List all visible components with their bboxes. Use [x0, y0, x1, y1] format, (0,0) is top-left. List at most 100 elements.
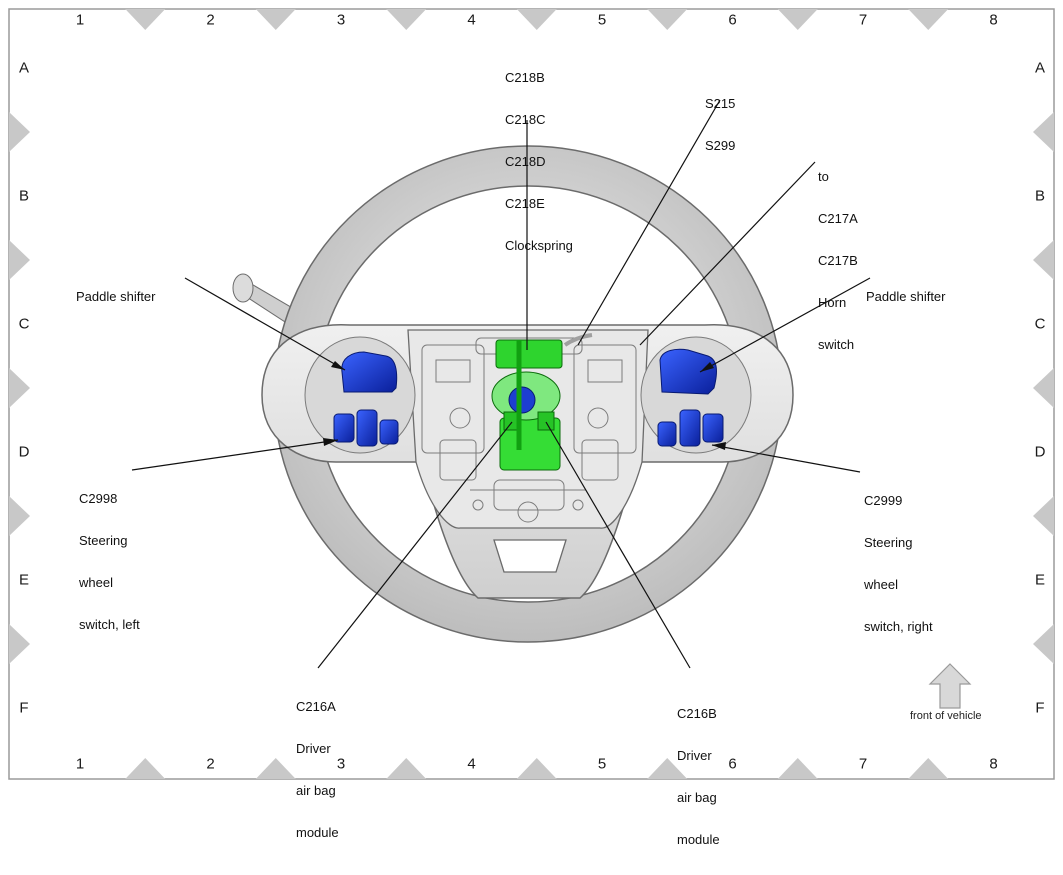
grid-column-label-bottom: 1	[75, 755, 85, 773]
grid-edge-marker	[125, 9, 166, 30]
callout-splices: S215 S299	[705, 69, 735, 181]
leader-paddle-right	[699, 277, 871, 373]
grid-row-label-right: D	[1034, 443, 1046, 461]
grid-row-label-right: B	[1034, 187, 1046, 205]
grid-column-label-bottom: 2	[206, 755, 215, 773]
left-switch-button-2	[356, 409, 378, 447]
callout-line: switch, right	[864, 619, 933, 634]
leader-arrowheads	[323, 361, 726, 450]
grid-row-label-left: B	[18, 187, 30, 205]
grid-edge-marker	[255, 9, 296, 30]
leader-lines	[131, 99, 871, 669]
grid-edge-marker	[125, 758, 166, 779]
right-switch-button-2	[679, 409, 701, 447]
callout-line: Horn	[818, 295, 847, 310]
left-switch-button-1	[333, 413, 355, 443]
grid-column-label-top: 5	[597, 11, 607, 29]
callout-clockspring: C218B C218C C218D C218E Clockspring	[505, 43, 573, 281]
grid-edge-marker	[386, 758, 427, 779]
stalk-tip	[232, 273, 254, 303]
steering-column-center	[508, 386, 536, 414]
grid-edge-marker	[9, 624, 30, 664]
callout-line: S299	[705, 138, 736, 153]
grid-column-label-top: 4	[467, 11, 476, 29]
callout-line: C218D	[505, 154, 546, 169]
leader-c216a	[317, 421, 513, 669]
callout-line: C216B	[677, 706, 717, 721]
grid-edge-marker	[1033, 240, 1054, 280]
grid-edge-marker	[9, 368, 30, 408]
grid-edge-marker	[1033, 112, 1054, 152]
grid-column-label-bottom: 8	[989, 755, 998, 773]
grid-column-label-bottom: 7	[858, 755, 868, 773]
leader-switch-right	[711, 444, 861, 473]
leader-switch-left	[131, 439, 339, 471]
callout-paddle-shifter-left: Paddle shifter	[76, 262, 156, 332]
grid-edge-marker	[516, 758, 557, 779]
grid-column-label-top: 2	[206, 11, 215, 29]
grid-column-label-top: 7	[858, 11, 868, 29]
grid-column-label-bottom: 4	[467, 755, 476, 773]
callout-line: Steering	[79, 533, 128, 548]
callout-line: C218E	[505, 196, 545, 211]
callout-line: C218C	[505, 112, 546, 127]
grid-edge-marker	[777, 758, 818, 779]
grid-edge-marker	[1033, 624, 1054, 664]
grid-row-label-left: E	[18, 571, 30, 589]
grid-edge-marker	[255, 758, 296, 779]
front-of-vehicle-arrow-icon	[928, 663, 972, 709]
grid-row-label-left: D	[18, 443, 30, 461]
callout-line: Paddle shifter	[76, 289, 156, 304]
callout-line: Driver	[677, 748, 712, 763]
callout-line: air bag	[296, 783, 336, 798]
callout-line: wheel	[864, 577, 898, 592]
paddle-shifter-left	[341, 351, 398, 393]
callout-switch-left: C2998 Steering wheel switch, left	[79, 464, 140, 660]
grid-row-label-left: C	[18, 315, 30, 333]
leader-horn	[639, 161, 816, 346]
spoke-lower-opening	[493, 539, 567, 573]
grid-row-label-left: F	[19, 699, 29, 717]
callout-line: C216A	[296, 699, 336, 714]
grid-row-label-right: A	[1034, 59, 1046, 77]
callout-line: C217A	[818, 211, 858, 226]
grid-edge-markers	[9, 9, 1054, 779]
grid-edge-marker	[1033, 496, 1054, 536]
grid-column-label-bottom: 5	[597, 755, 607, 773]
grid-column-label-top: 6	[728, 11, 737, 29]
callout-c216b: C216B Driver air bag module	[677, 679, 720, 875]
leader-c216b	[545, 421, 691, 669]
right-switch-button-1	[657, 421, 677, 447]
callout-line: S215	[705, 96, 736, 111]
callout-line: module	[296, 825, 339, 840]
paddle-shifter-right	[659, 348, 717, 395]
callout-line: C2999	[864, 493, 903, 508]
grid-edge-marker	[908, 758, 949, 779]
front-of-vehicle-label: front of vehicle	[910, 710, 982, 722]
grid-edge-marker	[9, 240, 30, 280]
grid-edge-marker	[516, 9, 557, 30]
horn-lead	[563, 333, 593, 347]
callout-line: wheel	[79, 575, 113, 590]
callout-line: module	[677, 832, 720, 847]
callout-line: C218B	[505, 70, 545, 85]
grid-column-label-bottom: 6	[728, 755, 737, 773]
callout-line: Clockspring	[505, 238, 573, 253]
c216b-connector-body	[537, 411, 555, 431]
callout-horn: to C217A C217B Horn switch	[818, 142, 858, 380]
leader-splices	[577, 99, 721, 346]
grid-row-label-right: F	[1035, 699, 1045, 717]
right-switch-button-3	[702, 413, 724, 443]
callout-line: Paddle shifter	[866, 289, 946, 304]
callout-paddle-shifter-right: Paddle shifter	[866, 262, 946, 332]
grid-column-label-top: 3	[336, 11, 346, 29]
grid-row-label-right: C	[1034, 315, 1046, 333]
left-switch-button-3	[379, 419, 399, 445]
clockspring-top-connector	[495, 339, 563, 369]
callout-line: air bag	[677, 790, 717, 805]
grid-row-label-right: E	[1034, 571, 1046, 589]
callout-line: switch, left	[79, 617, 140, 632]
callout-line: Driver	[296, 741, 331, 756]
callout-switch-right: C2999 Steering wheel switch, right	[864, 466, 933, 662]
grid-column-label-top: 1	[75, 11, 85, 29]
